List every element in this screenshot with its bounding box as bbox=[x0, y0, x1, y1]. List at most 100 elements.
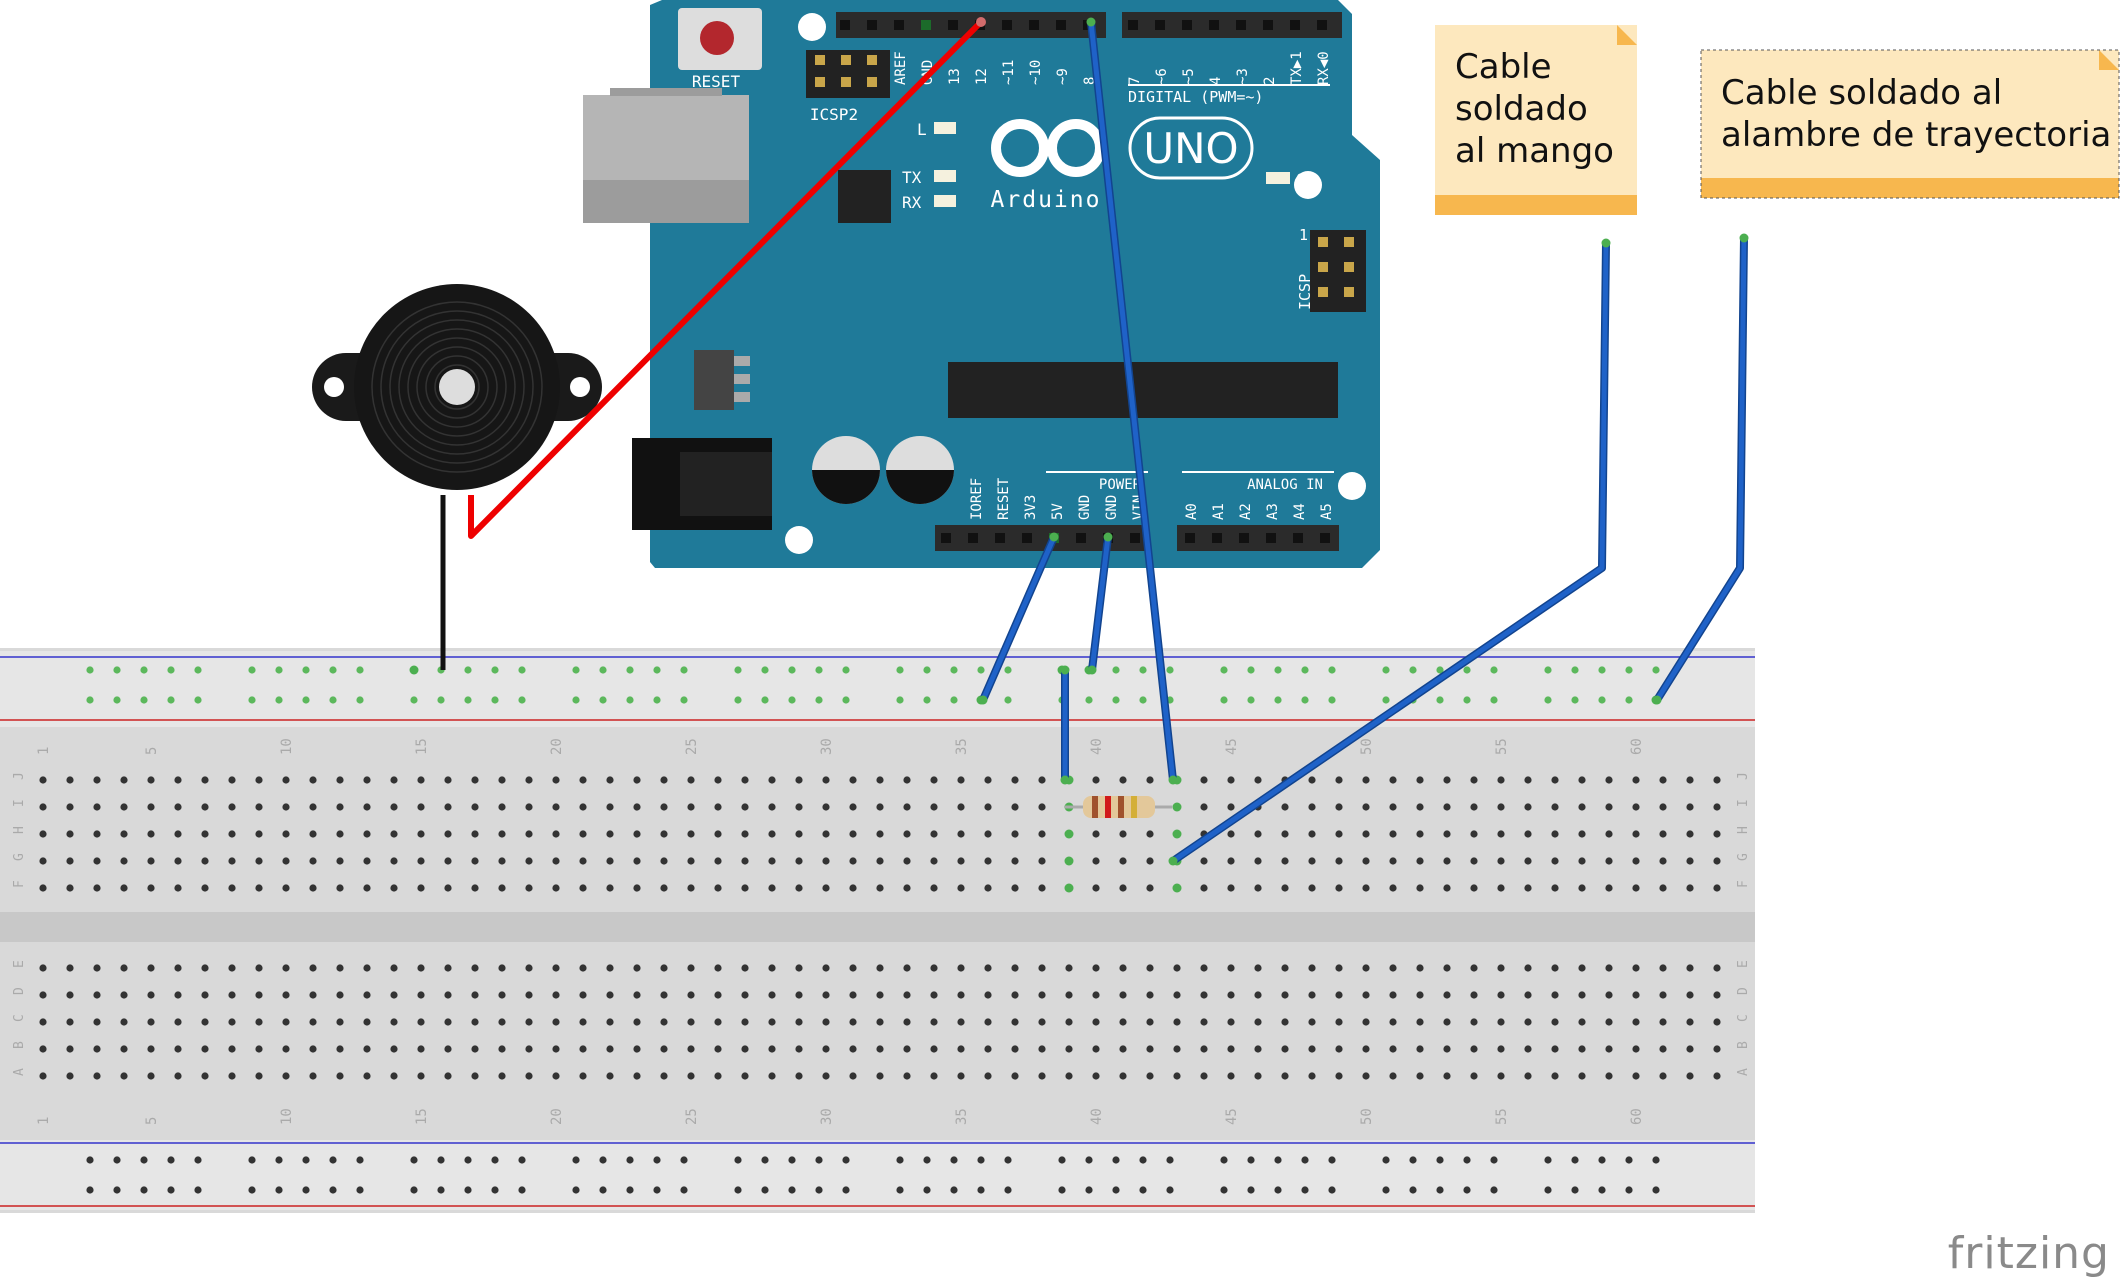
breadboard-hole bbox=[363, 884, 371, 892]
breadboard-hole bbox=[1011, 830, 1019, 838]
breadboard-hole bbox=[1605, 1018, 1613, 1026]
breadboard-hole bbox=[255, 1072, 263, 1080]
breadboard-hole bbox=[1335, 1072, 1343, 1080]
breadboard-hole bbox=[1038, 857, 1046, 865]
breadboard-hole bbox=[795, 991, 803, 999]
breadboard-hole bbox=[120, 991, 128, 999]
breadboard-hole bbox=[1389, 776, 1397, 784]
breadboard-hole bbox=[1578, 1018, 1586, 1026]
row-letter: C bbox=[1736, 1014, 1751, 1022]
header-pin bbox=[1236, 20, 1246, 30]
breadboard-hole bbox=[120, 803, 128, 811]
breadboard-hole bbox=[606, 857, 614, 865]
wire-end bbox=[976, 17, 986, 27]
breadboard-hole bbox=[714, 884, 722, 892]
breadboard-hole bbox=[1551, 1072, 1559, 1080]
rail-hole bbox=[302, 1186, 310, 1194]
breadboard-hole bbox=[1146, 964, 1154, 972]
breadboard-hole bbox=[1524, 803, 1532, 811]
breadboard-hole bbox=[1632, 857, 1640, 865]
breadboard-hole bbox=[417, 776, 425, 784]
rail-hole bbox=[1544, 1186, 1552, 1194]
breadboard-hole bbox=[876, 776, 884, 784]
breadboard-hole bbox=[687, 1072, 695, 1080]
rail-hole bbox=[1409, 1156, 1417, 1164]
rail-hole bbox=[329, 666, 337, 674]
breadboard-hole bbox=[417, 991, 425, 999]
breadboard-hole bbox=[1713, 1072, 1721, 1080]
breadboard-hole bbox=[795, 830, 803, 838]
row-letter: C bbox=[12, 1014, 27, 1022]
breadboard-hole bbox=[1497, 884, 1505, 892]
rail-hole bbox=[409, 665, 419, 675]
breadboard-hole bbox=[660, 776, 668, 784]
breadboard-hole bbox=[1416, 1072, 1424, 1080]
breadboard-hole bbox=[120, 964, 128, 972]
breadboard-hole bbox=[498, 884, 506, 892]
breadboard-hole bbox=[363, 964, 371, 972]
rail-hole bbox=[464, 1186, 472, 1194]
breadboard-hole bbox=[1011, 1045, 1019, 1053]
breadboard-hole bbox=[660, 830, 668, 838]
breadboard-hole bbox=[1362, 803, 1370, 811]
breadboard-hole bbox=[1443, 964, 1451, 972]
icsp-pin bbox=[1344, 287, 1354, 297]
board-pcb bbox=[650, 0, 1380, 568]
breadboard-hole bbox=[1524, 1018, 1532, 1026]
rail-hole bbox=[464, 696, 472, 704]
breadboard-hole bbox=[930, 1045, 938, 1053]
rail-hole bbox=[167, 1156, 175, 1164]
column-number-top: 40 bbox=[1089, 738, 1105, 755]
rail-hole bbox=[491, 666, 499, 674]
breadboard-hole bbox=[1119, 1072, 1127, 1080]
rail-hole bbox=[437, 1156, 445, 1164]
breadboard-hole bbox=[1497, 991, 1505, 999]
breadboard-hole bbox=[1092, 1045, 1100, 1053]
header-pin bbox=[995, 533, 1005, 543]
breadboard-hole bbox=[120, 776, 128, 784]
header-pin bbox=[1185, 533, 1195, 543]
breadboard-hole bbox=[1389, 991, 1397, 999]
breadboard-hole bbox=[1470, 1072, 1478, 1080]
breadboard-hole bbox=[1362, 776, 1370, 784]
breadboard-hole bbox=[849, 776, 857, 784]
breadboard-hole bbox=[930, 991, 938, 999]
breadboard-hole bbox=[1011, 803, 1019, 811]
digital-pin-label: AREF bbox=[893, 51, 909, 85]
breadboard-hole bbox=[363, 1018, 371, 1026]
breadboard-hole bbox=[984, 1072, 992, 1080]
rail-hole bbox=[1409, 666, 1417, 674]
rail-hole bbox=[1220, 1186, 1228, 1194]
icsp2-label: ICSP2 bbox=[810, 105, 858, 124]
rail-hole bbox=[1328, 1156, 1336, 1164]
breadboard-hole bbox=[1362, 991, 1370, 999]
breadboard-hole bbox=[822, 776, 830, 784]
header-pin bbox=[1155, 20, 1165, 30]
column-number-top: 60 bbox=[1629, 738, 1645, 755]
breadboard-hole bbox=[1551, 1045, 1559, 1053]
breadboard-hole bbox=[1119, 991, 1127, 999]
capacitor-band bbox=[886, 470, 954, 504]
breadboard-hole bbox=[660, 1018, 668, 1026]
breadboard-hole bbox=[120, 1045, 128, 1053]
breadboard-hole bbox=[1578, 991, 1586, 999]
breadboard-hole bbox=[1605, 857, 1613, 865]
icsp2-pin bbox=[841, 77, 851, 87]
digital-pin-label: ~3 bbox=[1235, 68, 1251, 85]
rail-hole bbox=[113, 1156, 121, 1164]
breadboard-hole bbox=[552, 991, 560, 999]
breadboard-hole bbox=[201, 964, 209, 972]
column-number-bottom: 50 bbox=[1359, 1108, 1375, 1125]
breadboard-hole bbox=[255, 776, 263, 784]
rail-hole bbox=[1004, 1186, 1012, 1194]
breadboard-hole bbox=[66, 1072, 74, 1080]
breadboard-hole bbox=[876, 964, 884, 972]
breadboard-hole bbox=[768, 1045, 776, 1053]
rail-hole bbox=[653, 1156, 661, 1164]
breadboard-hole bbox=[174, 803, 182, 811]
rail-hole bbox=[1274, 696, 1282, 704]
breadboard-hole bbox=[1254, 1045, 1262, 1053]
rail-hole bbox=[896, 696, 904, 704]
rail-hole bbox=[1301, 696, 1309, 704]
breadboard-hole bbox=[1362, 1018, 1370, 1026]
